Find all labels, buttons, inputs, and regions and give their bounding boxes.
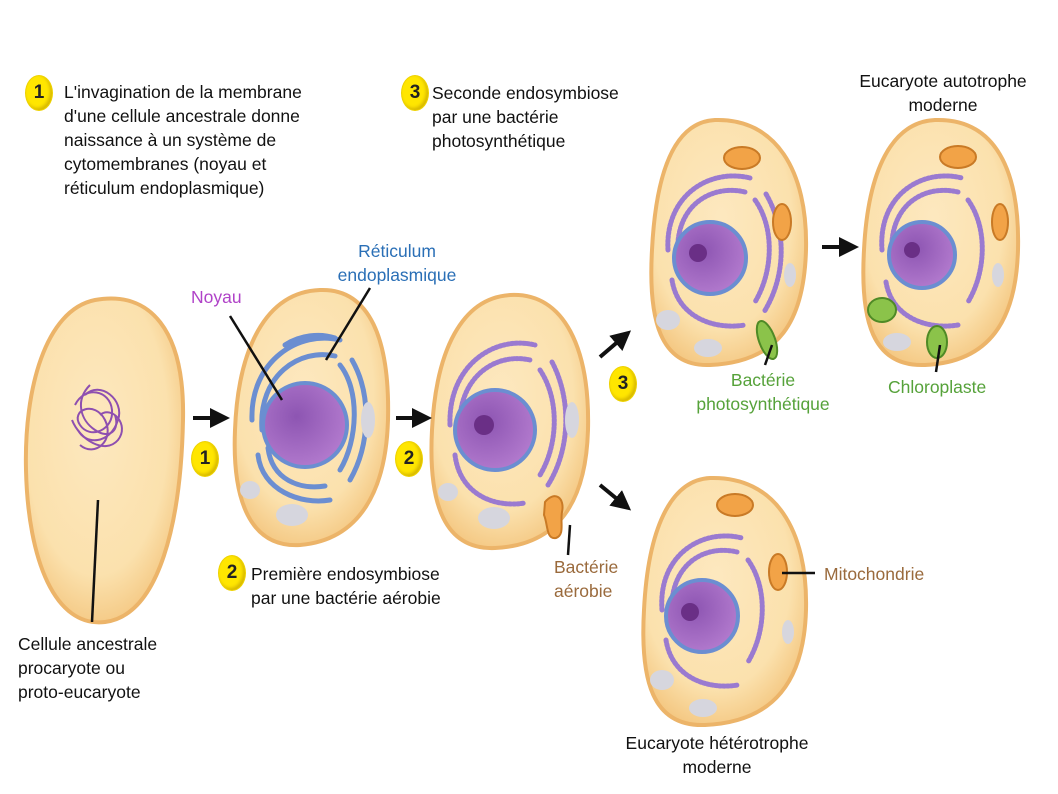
heterotroph-label: Eucaryote hétérotrophe moderne	[625, 733, 809, 777]
nucleolus	[681, 603, 699, 621]
vacuole	[694, 339, 722, 357]
vacuole	[992, 263, 1004, 287]
leader-photo	[763, 344, 774, 366]
leader-aerobic	[566, 524, 572, 556]
mitochondrion	[716, 493, 754, 517]
vacuole	[478, 507, 510, 529]
nucleolus	[474, 415, 494, 435]
nucleus	[672, 220, 748, 296]
vacuole	[438, 483, 458, 501]
photo-bacterium-label: Bactérie photosynthétique	[696, 370, 830, 414]
er-label: Réticulum endoplasmique	[337, 241, 457, 285]
nucleus	[261, 381, 349, 469]
aerobic-bacterium-label: Bactérie aérobie	[554, 557, 619, 601]
cell-aerobic-bacterium	[429, 292, 591, 551]
leader-lines	[90, 287, 942, 623]
cell-photosynthetic-bacterium	[649, 117, 809, 368]
photosynthetic-bacterium	[755, 320, 779, 360]
step1-arrow-badge: 1	[192, 442, 218, 476]
vacuole	[782, 620, 794, 644]
step3-description: Seconde endosymbiose par une bactérie ph…	[432, 83, 619, 151]
mitochondrion	[991, 203, 1009, 241]
aerobic-bacterium	[542, 495, 564, 540]
leader-nucleus	[228, 315, 284, 401]
ancestral-cell-label: Cellule ancestrale procaryote ou proto-e…	[18, 634, 158, 702]
mitochondrion	[939, 145, 977, 169]
arrow-step3	[598, 330, 632, 359]
vacuole	[276, 504, 308, 526]
ancestral-cell	[23, 296, 186, 625]
mitochondrion-label: Mitochondrie	[824, 564, 925, 584]
cell-nucleus-er	[232, 287, 391, 548]
step2-description: Première endosymbiose par une bactérie a…	[251, 564, 441, 608]
leader-er	[324, 287, 372, 361]
step1-description: L'invagination de la membrane d'une cell…	[64, 82, 302, 198]
chloroplast	[867, 297, 897, 323]
mitochondrion	[723, 146, 761, 170]
process-arrows	[193, 237, 859, 511]
nucleus	[664, 578, 740, 654]
nucleus	[887, 220, 957, 290]
nucleolus	[904, 242, 920, 258]
chloroplast-label: Chloroplaste	[888, 377, 987, 397]
cell-heterotroph	[641, 475, 809, 728]
step3-arrow-badge: 3	[610, 367, 636, 401]
step1-badge: 1	[26, 76, 52, 110]
dna-tangle	[71, 384, 123, 451]
chloroplast	[926, 325, 948, 359]
vacuole	[240, 481, 260, 499]
vacuole	[650, 670, 674, 690]
cell-autotroph	[861, 117, 1021, 368]
leader-ancestral	[90, 499, 100, 623]
vacuole	[656, 310, 680, 330]
vacuole	[689, 699, 717, 717]
vacuole	[784, 263, 796, 287]
nucleus	[453, 388, 537, 472]
leader-chloroplast	[934, 344, 942, 373]
nucleolus	[689, 244, 707, 262]
nucleus-label: Noyau	[191, 287, 242, 307]
arrow-heterotroph	[598, 483, 632, 511]
vacuole	[883, 333, 911, 351]
vacuole	[565, 402, 579, 438]
step3-badge: 3	[402, 76, 428, 110]
step2-arrow-badge: 2	[396, 442, 422, 476]
mitochondrion	[772, 203, 792, 241]
autotroph-label: Eucaryote autotrophe moderne	[859, 71, 1027, 115]
vacuole	[361, 402, 375, 438]
step2-badge: 2	[219, 556, 245, 590]
